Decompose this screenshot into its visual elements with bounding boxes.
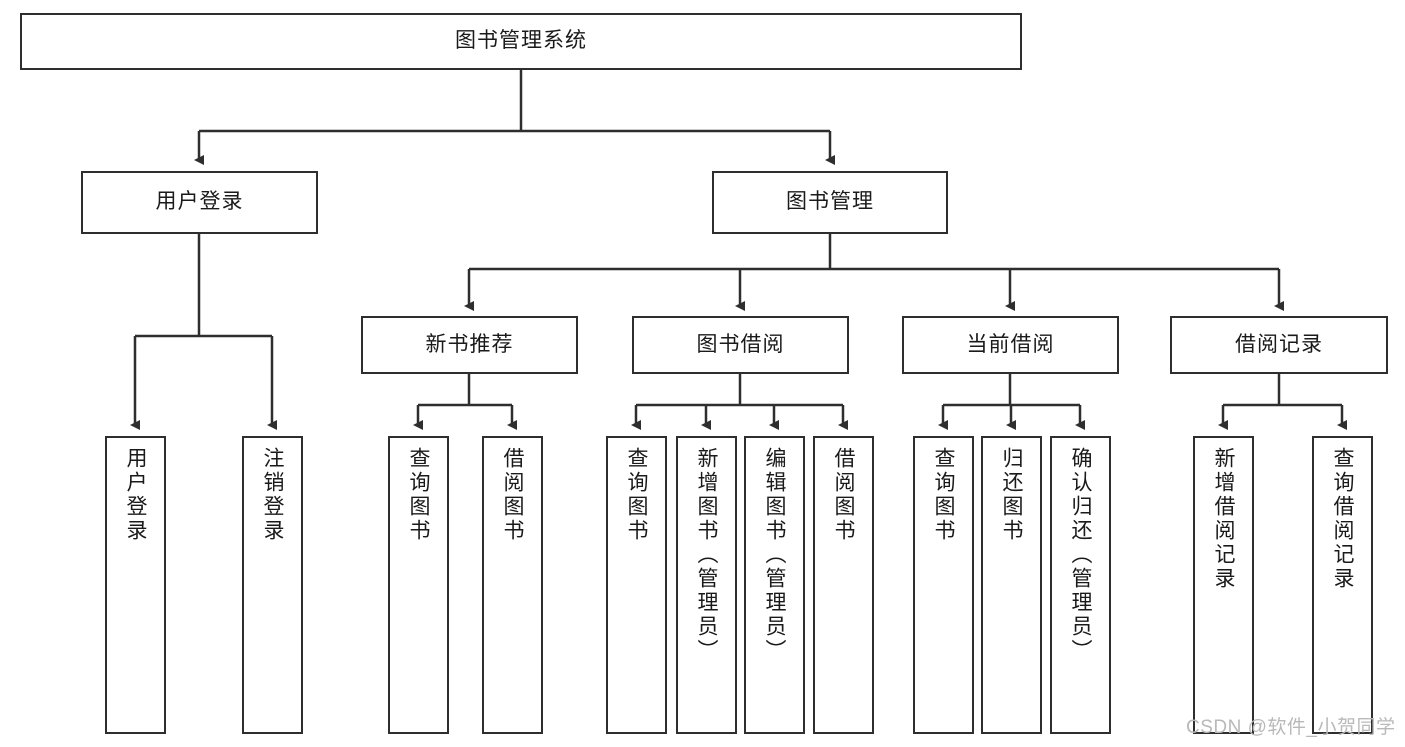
node-label: 借阅图书 [832, 447, 855, 543]
node-label: 注销登录 [261, 447, 284, 543]
node-label: 确认归还（管理员） [1069, 447, 1092, 663]
leaf-current-borrow-return-book[interactable]: 归还图书 [981, 436, 1042, 734]
node-label: 编辑图书（管理员） [763, 447, 786, 663]
leaf-borrow-record-query-record[interactable]: 查询借阅记录 [1312, 436, 1373, 734]
node-label: 查询图书 [932, 447, 955, 543]
node-label: 图书管理系统 [455, 29, 587, 53]
node-label: 借阅记录 [1235, 332, 1323, 356]
node-user-login[interactable]: 用户登录 [81, 171, 318, 234]
node-borrow-record[interactable]: 借阅记录 [1170, 316, 1388, 374]
node-current-borrow[interactable]: 当前借阅 [902, 316, 1119, 374]
node-book-management[interactable]: 图书管理 [712, 171, 948, 234]
node-root-book-management-system[interactable]: 图书管理系统 [20, 13, 1022, 70]
node-book-borrow[interactable]: 图书借阅 [632, 316, 849, 374]
leaf-user-login-login[interactable]: 用户登录 [105, 436, 166, 734]
leaf-new-book-query-book[interactable]: 查询图书 [388, 436, 449, 734]
leaf-current-borrow-confirm-return-admin[interactable]: 确认归还（管理员） [1050, 436, 1111, 734]
leaf-user-login-logout[interactable]: 注销登录 [242, 436, 303, 734]
node-label: 新增图书（管理员） [695, 447, 718, 663]
node-label: 新书推荐 [425, 332, 514, 356]
leaf-book-borrow-query-book[interactable]: 查询图书 [606, 436, 667, 734]
leaf-new-book-borrow-book[interactable]: 借阅图书 [482, 436, 543, 734]
leaf-borrow-record-add-record[interactable]: 新增借阅记录 [1193, 436, 1254, 734]
leaf-book-borrow-add-book-admin[interactable]: 新增图书（管理员） [676, 436, 737, 734]
watermark-text: CSDN @软件_小贺同学 [1186, 717, 1396, 738]
node-label: 归还图书 [1000, 447, 1023, 543]
node-new-book-recommend[interactable]: 新书推荐 [361, 316, 578, 374]
leaf-book-borrow-edit-book-admin[interactable]: 编辑图书（管理员） [744, 436, 805, 734]
leaf-book-borrow-borrow-book[interactable]: 借阅图书 [813, 436, 874, 734]
node-label: 查询图书 [407, 447, 430, 543]
node-label: 图书借阅 [696, 332, 785, 356]
node-label: 用户登录 [124, 447, 147, 543]
node-label: 借阅图书 [501, 447, 524, 543]
leaf-current-borrow-query-book[interactable]: 查询图书 [913, 436, 974, 734]
node-label: 新增借阅记录 [1212, 447, 1235, 591]
node-label: 图书管理 [786, 190, 874, 214]
node-label: 查询借阅记录 [1331, 447, 1354, 591]
node-label: 当前借阅 [966, 332, 1055, 356]
node-label: 查询图书 [625, 447, 648, 543]
node-label: 用户登录 [155, 190, 244, 214]
